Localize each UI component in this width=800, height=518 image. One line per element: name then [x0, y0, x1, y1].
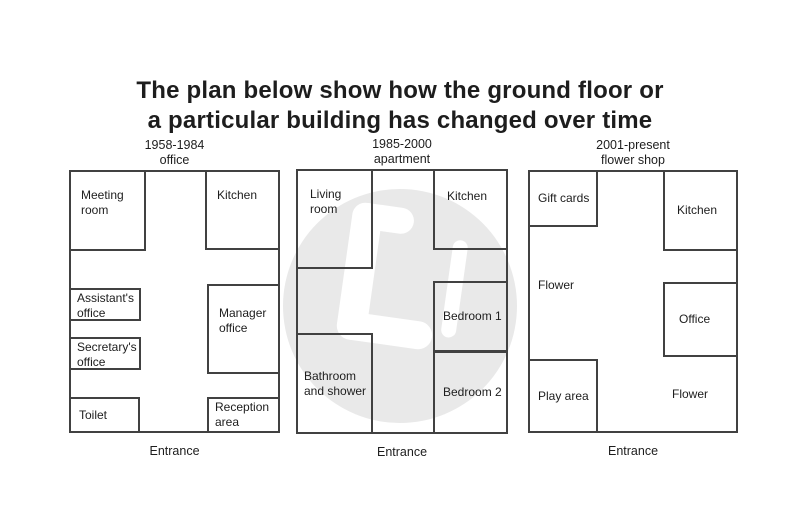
room-secretary-s-office: Secretary's office [69, 337, 141, 370]
room-label: Meeting room [81, 188, 124, 217]
room-label: Secretary's office [77, 340, 137, 369]
room-label: Assistant's office [77, 291, 134, 320]
room-label: Bedroom 2 [443, 385, 502, 399]
figure-title-line2: a particular building has changed over t… [147, 107, 653, 134]
room-assistant-s-office: Assistant's office [69, 288, 141, 321]
room-label: Office [679, 312, 711, 326]
room-office: Office [663, 282, 738, 357]
room-reception-area: Reception area [207, 397, 280, 433]
room-kitchen: Kitchen [205, 170, 280, 250]
area-label-flower: Flower [671, 387, 708, 401]
room-label: Manager office [219, 306, 267, 335]
plan-type-label: office [159, 153, 190, 167]
room-kitchen: Kitchen [663, 170, 738, 251]
figure-title: The plan below show how the ground floor… [0, 76, 800, 136]
plan-period-label: 1985-2000 [372, 137, 432, 151]
room-bathroom-and-shower: Bathroom and shower [296, 333, 373, 434]
figure-title-line1: The plan below show how the ground floor… [136, 77, 664, 104]
room-living-room: Living room [296, 169, 373, 269]
entrance-label-flower-shop: Entrance [607, 444, 659, 458]
room-label: Play area [538, 388, 589, 403]
room-meeting-room: Meeting room [69, 170, 146, 251]
area-label-flower: Flower [538, 278, 575, 292]
plan-period-label: 2001-present [596, 138, 670, 152]
plan-period-label: 1958-1984 [144, 138, 205, 152]
entrance-label-office: Entrance [149, 444, 200, 458]
room-label: Kitchen [217, 188, 258, 202]
room-label: Gift cards [538, 191, 590, 205]
room-bedroom-2: Bedroom 2 [433, 351, 508, 434]
room-bedroom-1: Bedroom 1 [433, 281, 508, 352]
room-label: Bathroom and shower [304, 368, 367, 398]
room-label: Living room [310, 187, 342, 216]
room-label: Kitchen [447, 189, 488, 203]
plan-type-label: flower shop [601, 153, 665, 167]
room-toilet: Toilet [69, 397, 140, 433]
room-play-area: Play area [528, 359, 598, 433]
entrance-label-apartment: Entrance [376, 445, 428, 459]
plan-type-label: apartment [373, 152, 431, 166]
room-label: Bedroom 1 [443, 309, 502, 323]
room-kitchen: Kitchen [433, 169, 508, 250]
room-manager-office: Manager office [207, 284, 280, 374]
room-label: Toilet [79, 407, 108, 422]
room-label: Reception area [215, 400, 270, 429]
room-gift-cards: Gift cards [528, 170, 598, 227]
room-label: Kitchen [677, 203, 718, 217]
